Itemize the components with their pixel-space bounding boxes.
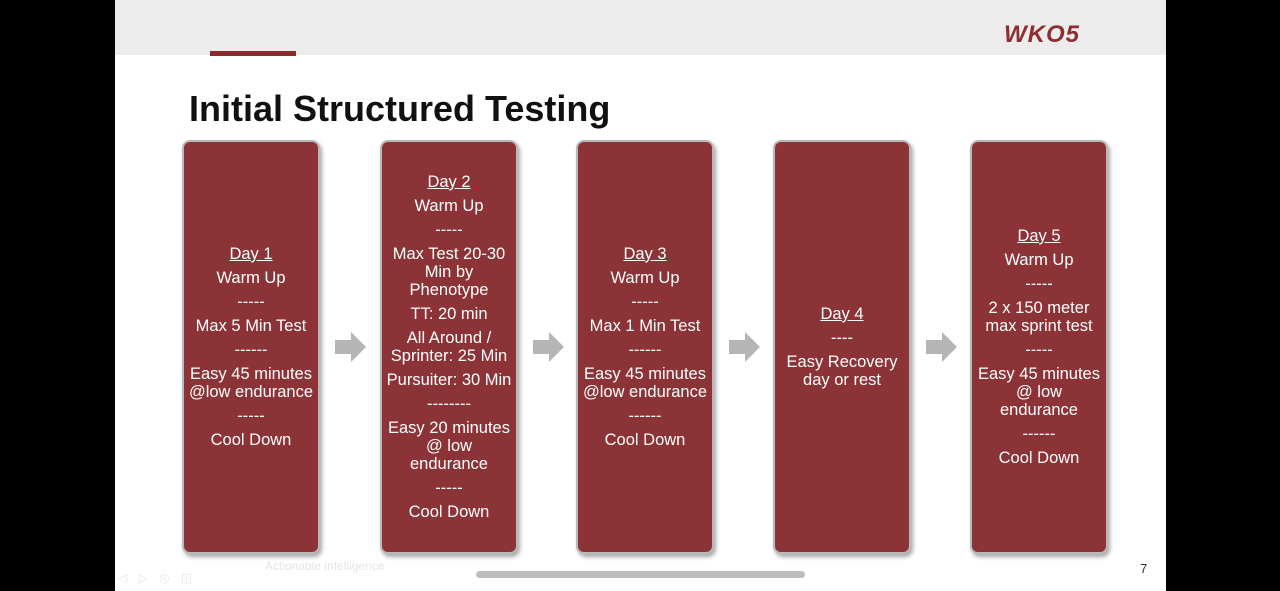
- day-heading: Day 5: [1017, 227, 1061, 245]
- separator: ------: [234, 341, 268, 359]
- day-line: Max 5 Min Test: [195, 317, 307, 335]
- day-card-1: Day 1 Warm Up ----- Max 5 Min Test -----…: [182, 140, 320, 554]
- day-line: Warm Up: [610, 269, 680, 287]
- day-line: Easy 45 minutes @low endurance: [582, 365, 708, 401]
- day-line: Easy 20 minutes @ low endurance: [388, 419, 510, 473]
- separator: -----: [435, 221, 463, 239]
- separator: ------: [628, 407, 662, 425]
- separator: -----: [237, 293, 265, 311]
- arrow-right-icon: [335, 332, 366, 362]
- day-heading: Day 1: [229, 245, 273, 263]
- faded-footer-text: Actionable intelligence: [265, 559, 385, 573]
- day-card-3: Day 3 Warm Up ----- Max 1 Min Test -----…: [576, 140, 714, 554]
- accent-line: [210, 51, 296, 56]
- arrow-right-icon: [533, 332, 564, 362]
- separator: ------: [1022, 425, 1056, 443]
- page-title: Initial Structured Testing: [189, 88, 611, 129]
- day-card-4: Day 4 ---- Easy Recovery day or rest: [773, 140, 911, 554]
- scrollbar[interactable]: [476, 571, 805, 578]
- day-card-2: Day 2 Warm Up ----- Max Test 20-30 Min b…: [380, 140, 518, 554]
- separator: -----: [237, 407, 265, 425]
- day-line: Easy 45 minutes @low endurance: [188, 365, 314, 401]
- separator: ------: [628, 341, 662, 359]
- day-line: Warm Up: [414, 197, 484, 215]
- day-line: Easy Recovery day or rest: [786, 353, 898, 389]
- day-card-5: Day 5 Warm Up ----- 2 x 150 meter max sp…: [970, 140, 1108, 554]
- day-line: Warm Up: [1004, 251, 1074, 269]
- day-line: Cool Down: [408, 503, 490, 521]
- day-heading: Day 4: [820, 305, 864, 323]
- day-line: Cool Down: [604, 431, 686, 449]
- day-line: Cool Down: [998, 449, 1080, 467]
- day-line: All Around / Sprinter: 25 Min: [390, 329, 508, 365]
- day-heading: Day 2: [427, 173, 471, 191]
- day-line: TT: 20 min: [410, 305, 488, 323]
- playback-controls[interactable]: ◁ ▷ ◎ ◫: [118, 571, 197, 585]
- day-line: Pursuiter: 30 Min: [386, 371, 512, 389]
- separator: -----: [1025, 341, 1053, 359]
- wko5-logo: WKO5: [1004, 21, 1080, 48]
- arrow-right-icon: [729, 332, 760, 362]
- separator: -----: [1025, 275, 1053, 293]
- day-line: Max Test 20-30 Min by Phenotype: [392, 245, 506, 299]
- page-number: 7: [1140, 561, 1148, 576]
- day-line: 2 x 150 meter max sprint test: [985, 299, 1093, 335]
- slide-header-bar: [115, 0, 1166, 55]
- day-heading: Day 3: [623, 245, 667, 263]
- day-line: Cool Down: [210, 431, 292, 449]
- day-line: Easy 45 minutes @ low endurance: [978, 365, 1100, 419]
- separator: ----: [831, 329, 853, 347]
- slide: WKO5 Initial Structured Testing Day 1 Wa…: [115, 0, 1166, 591]
- arrow-right-icon: [926, 332, 957, 362]
- separator: --------: [427, 395, 471, 413]
- separator: -----: [631, 293, 659, 311]
- day-line: Warm Up: [216, 269, 286, 287]
- separator: -----: [435, 479, 463, 497]
- day-line: Max 1 Min Test: [589, 317, 701, 335]
